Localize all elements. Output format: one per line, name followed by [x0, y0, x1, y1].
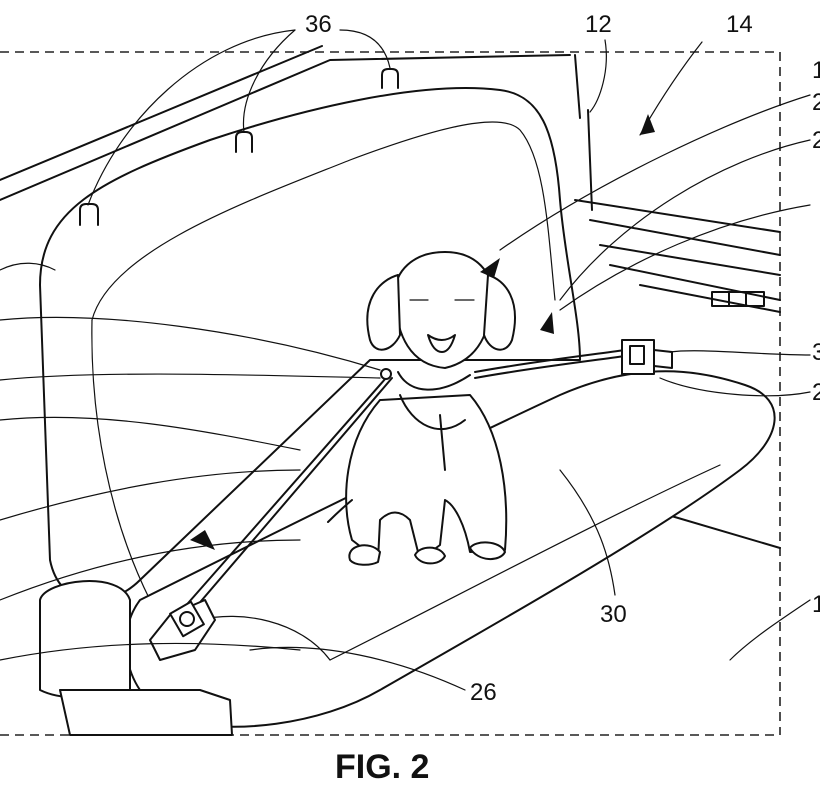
- right-buckle: [621, 339, 673, 375]
- tether-left: [181, 368, 393, 615]
- leader-lines: [0, 29, 811, 691]
- dog-illustration: [327, 251, 516, 566]
- label-right-edge-b: 2: [812, 89, 820, 116]
- frame-border: [0, 51, 781, 736]
- label-30: 30: [600, 601, 627, 628]
- label-12: 12: [585, 11, 612, 38]
- figure-caption: FIG. 2: [335, 748, 429, 785]
- seat-back: [39, 87, 581, 602]
- label-36: 36: [305, 11, 332, 38]
- arrowheads: [190, 114, 655, 550]
- label-right-edge-a: 1: [812, 57, 820, 84]
- label-right-edge-c: 2: [812, 127, 820, 154]
- label-26: 26: [470, 679, 497, 706]
- label-right-edge-e: 2: [812, 379, 820, 406]
- left-buckle: [149, 599, 216, 661]
- label-right-edge-d: 3: [812, 339, 820, 366]
- tether-right: [474, 349, 626, 379]
- seat-bolster: [39, 580, 233, 736]
- door-switch-panel: [711, 291, 765, 307]
- label-right-edge-f: 1: [812, 591, 820, 618]
- label-14: 14: [726, 11, 753, 38]
